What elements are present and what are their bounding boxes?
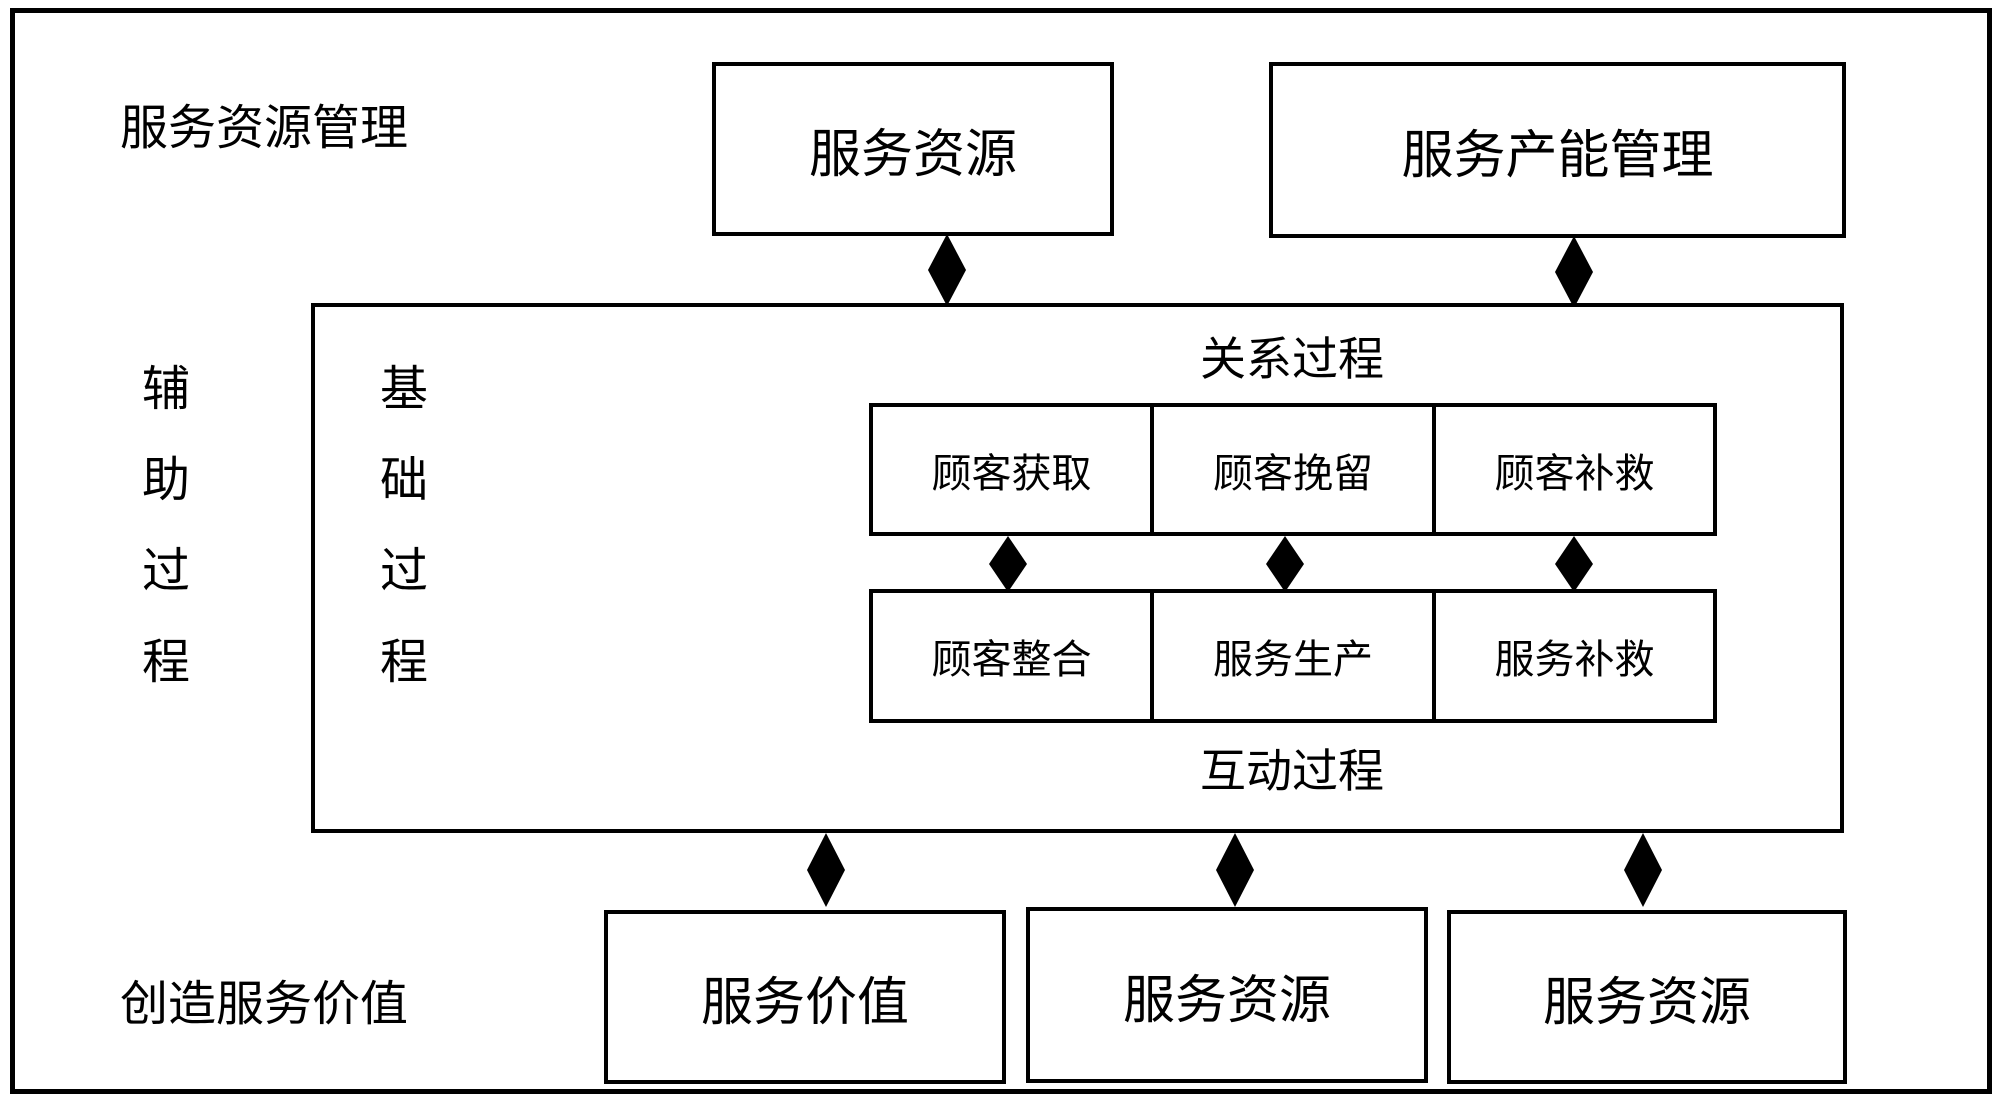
diamond-connector-bottom-3 bbox=[1624, 833, 1662, 907]
diamond-connector-mid-3 bbox=[1555, 536, 1593, 592]
diamond-connector-bottom-2 bbox=[1216, 833, 1254, 907]
bottom-box-service-value: 服务价值 bbox=[604, 910, 1006, 1084]
customer-retention-cell: 顾客挽留 bbox=[1150, 403, 1436, 536]
diamond-connector-bottom-1 bbox=[807, 833, 845, 907]
bottom-box-service-resources-2: 服务资源 bbox=[1447, 910, 1847, 1084]
auxiliary-process-label: 辅助过程 bbox=[141, 361, 190, 690]
bottom-box-service-resources-1: 服务资源 bbox=[1026, 907, 1428, 1083]
relationship-process-title: 关系过程 bbox=[1200, 332, 1384, 386]
diamond-connector-top-right bbox=[1555, 236, 1593, 308]
create-service-value-label: 创造服务价值 bbox=[120, 976, 409, 1032]
top-box-capacity-management: 服务产能管理 bbox=[1269, 62, 1846, 238]
basic-process-frame bbox=[311, 303, 1844, 833]
basic-process-label: 基础过程 bbox=[379, 361, 428, 690]
service-production-cell: 服务生产 bbox=[1150, 589, 1436, 723]
customer-recovery-cell: 顾客补救 bbox=[1432, 403, 1717, 536]
interaction-process-title: 互动过程 bbox=[1200, 744, 1384, 798]
service-resource-management-label: 服务资源管理 bbox=[120, 100, 409, 156]
customer-acquisition-cell: 顾客获取 bbox=[869, 403, 1154, 536]
top-box-service-resources: 服务资源 bbox=[712, 62, 1114, 236]
diamond-connector-mid-1 bbox=[989, 536, 1027, 592]
diamond-connector-top-left bbox=[928, 234, 966, 306]
customer-integration-cell: 顾客整合 bbox=[869, 589, 1154, 723]
service-recovery-cell: 服务补救 bbox=[1432, 589, 1717, 723]
diamond-connector-mid-2 bbox=[1266, 536, 1304, 592]
